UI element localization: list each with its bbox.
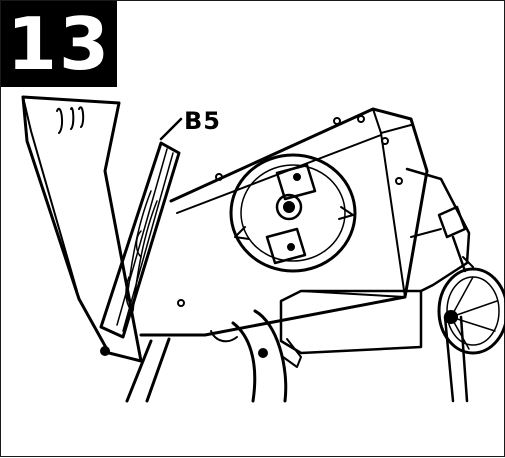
stand-legs (125, 309, 469, 403)
housing-body (139, 107, 429, 337)
hinged-door (21, 95, 143, 363)
cutter-disc (229, 153, 357, 273)
step-number-badge: 13 (1, 1, 117, 87)
wheel (437, 267, 505, 355)
wooden-block-b5 (99, 141, 181, 339)
handle-knob (437, 205, 474, 273)
part-callout-label: B5 (184, 107, 221, 135)
callout-leader-line (159, 117, 183, 141)
motor-box (279, 167, 471, 355)
